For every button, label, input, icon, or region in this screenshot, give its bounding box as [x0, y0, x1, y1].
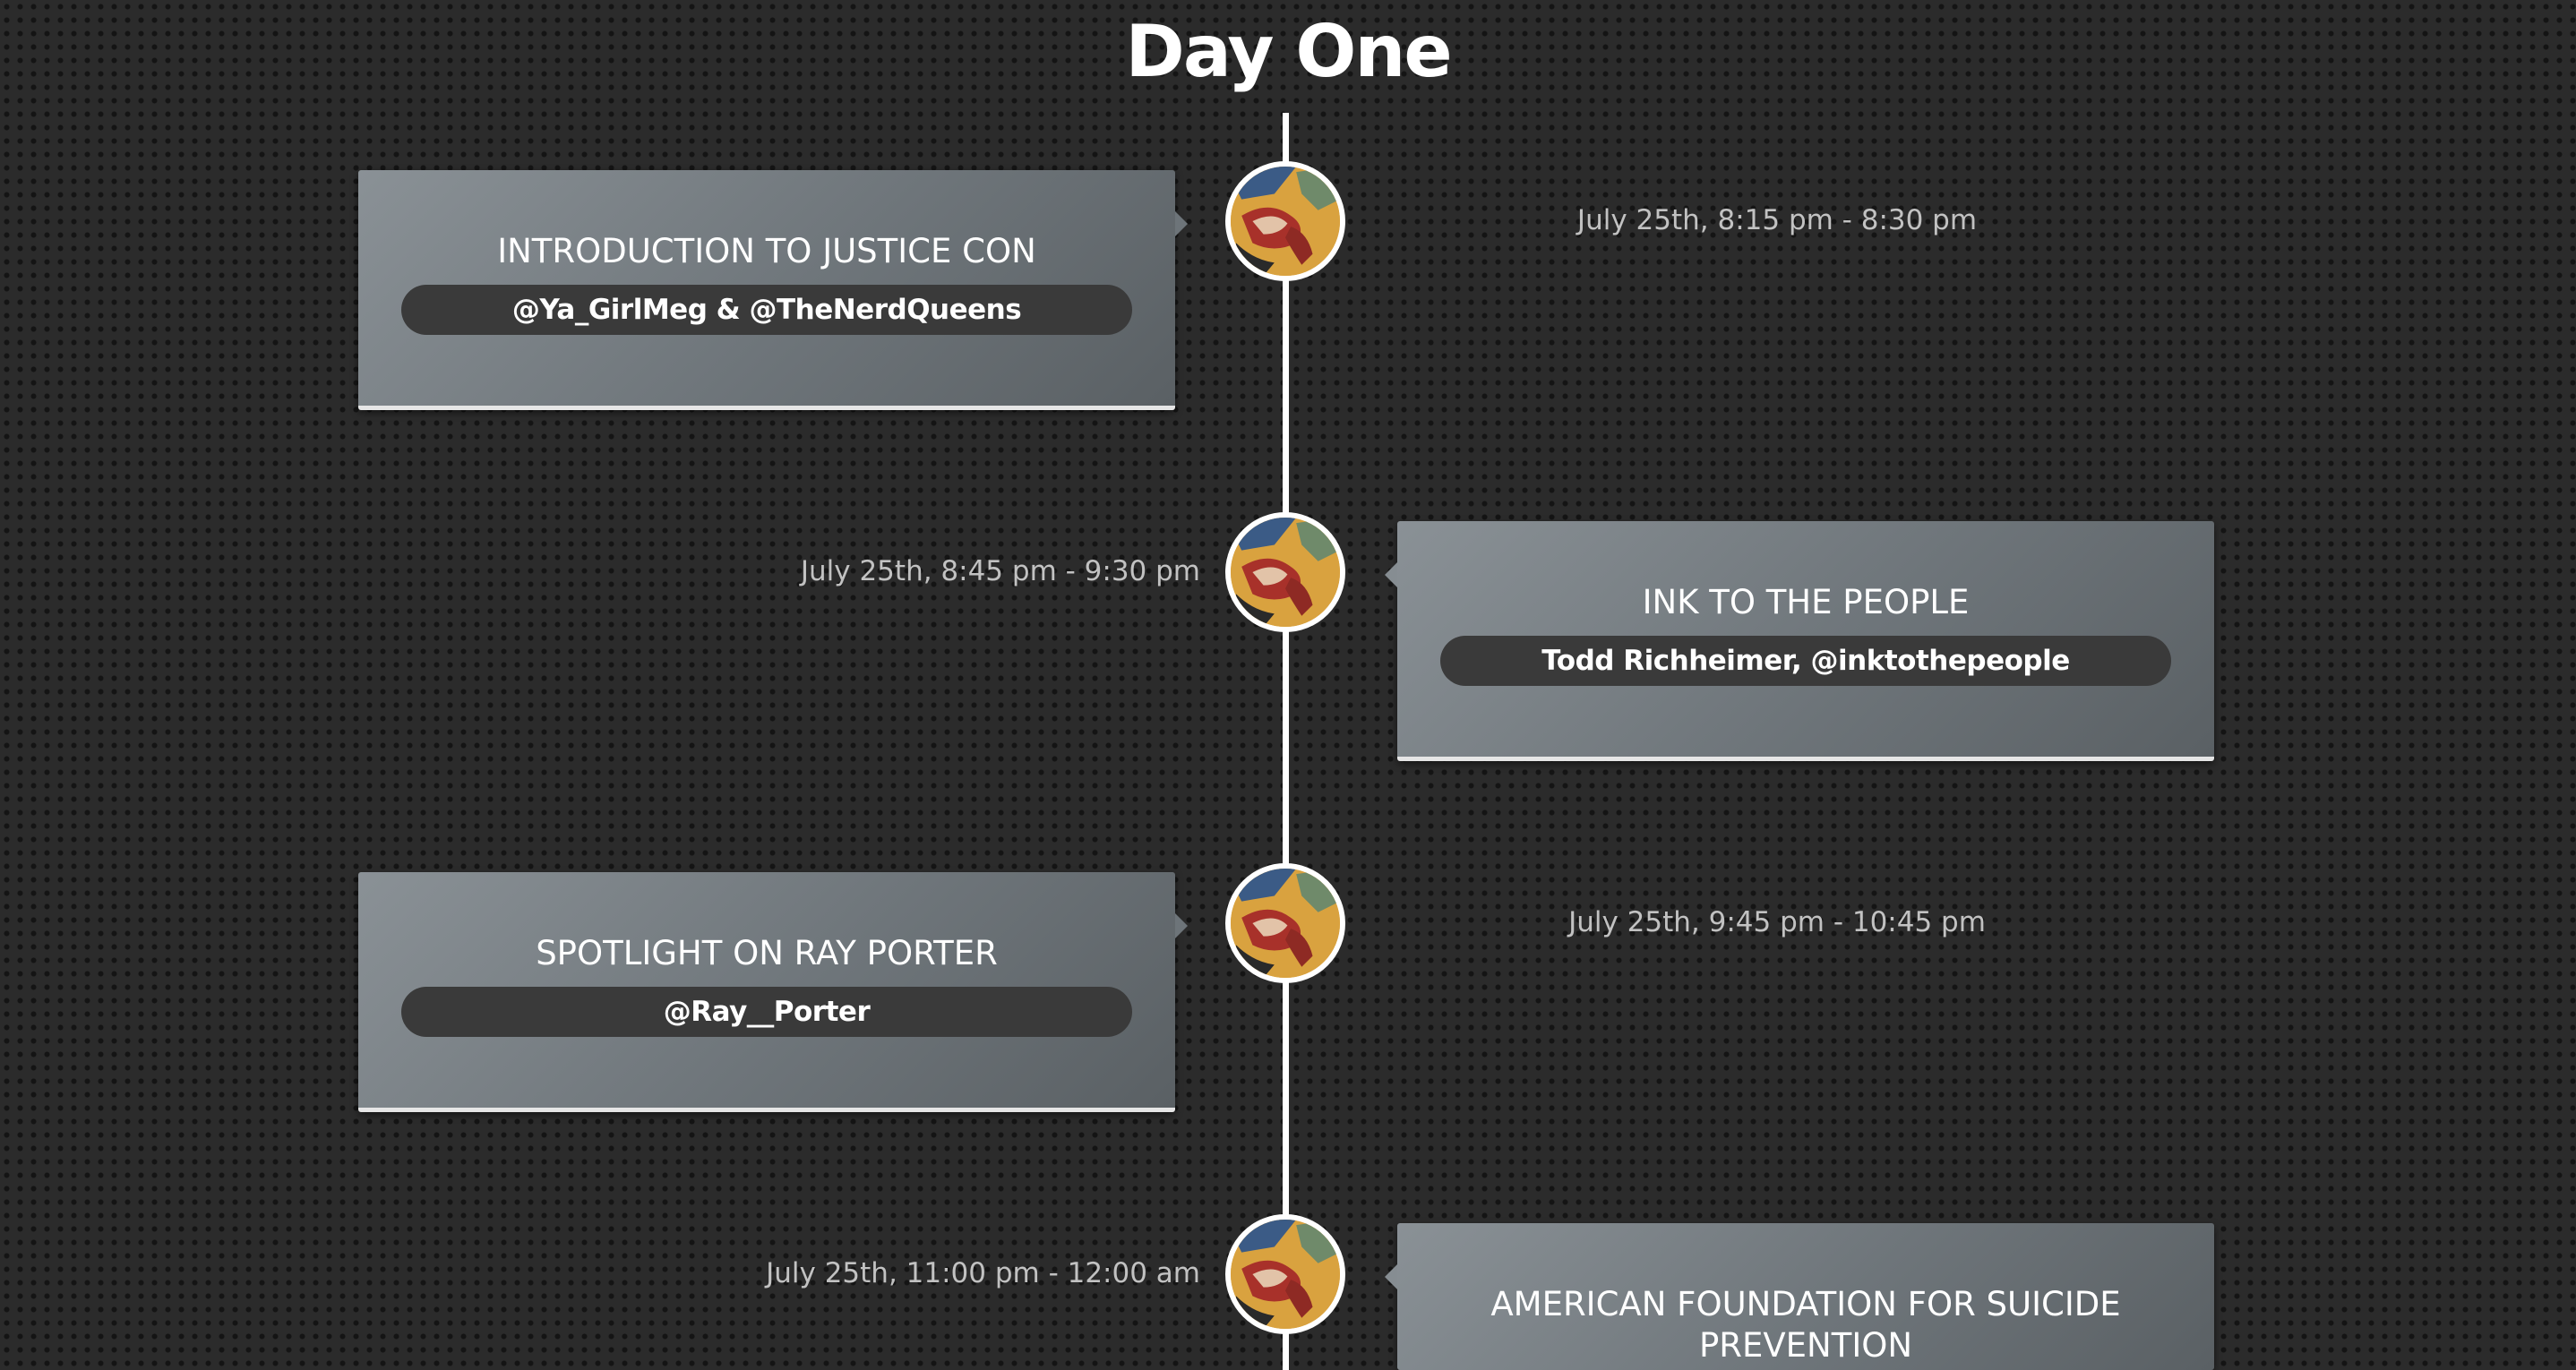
event-hosts: @Ray__Porter — [401, 987, 1132, 1037]
event-title: SPOTLIGHT ON RAY PORTER — [536, 934, 998, 972]
event-hosts: Todd Richheimer, @inktothepeople — [1440, 636, 2171, 686]
event-title: INK TO THE PEOPLE — [1642, 583, 1970, 621]
event-time: July 25th, 8:15 pm - 8:30 pm — [1576, 204, 1978, 236]
event-card-intro-justice-con[interactable]: INTRODUCTION TO JUSTICE CON @Ya_GirlMeg … — [358, 170, 1188, 410]
event-avatar-icon — [1225, 1214, 1345, 1334]
event-card-spotlight-ray-porter[interactable]: SPOTLIGHT ON RAY PORTER @Ray__Porter — [358, 872, 1188, 1112]
event-avatar-icon — [1225, 863, 1345, 983]
event-avatar-icon — [1225, 161, 1345, 281]
event-time: July 25th, 8:45 pm - 9:30 pm — [800, 555, 1200, 587]
timeline-line — [1283, 113, 1289, 1370]
event-title: AMERICAN FOUNDATION FOR SUICIDE PREVENTI… — [1490, 1285, 2121, 1365]
event-card-afsp[interactable]: AMERICAN FOUNDATION FOR SUICIDE PREVENTI… — [1385, 1223, 2214, 1370]
event-card-ink-to-the-people[interactable]: INK TO THE PEOPLE Todd Richheimer, @inkt… — [1385, 521, 2214, 761]
event-avatar-icon — [1225, 512, 1345, 632]
event-time: July 25th, 11:00 pm - 12:00 am — [766, 1257, 1200, 1289]
event-hosts: @Ya_GirlMeg & @TheNerdQueens — [401, 285, 1132, 335]
event-title: INTRODUCTION TO JUSTICE CON — [497, 232, 1036, 270]
page-title: Day One — [1125, 10, 1452, 93]
event-time: July 25th, 9:45 pm - 10:45 pm — [1568, 906, 1986, 938]
